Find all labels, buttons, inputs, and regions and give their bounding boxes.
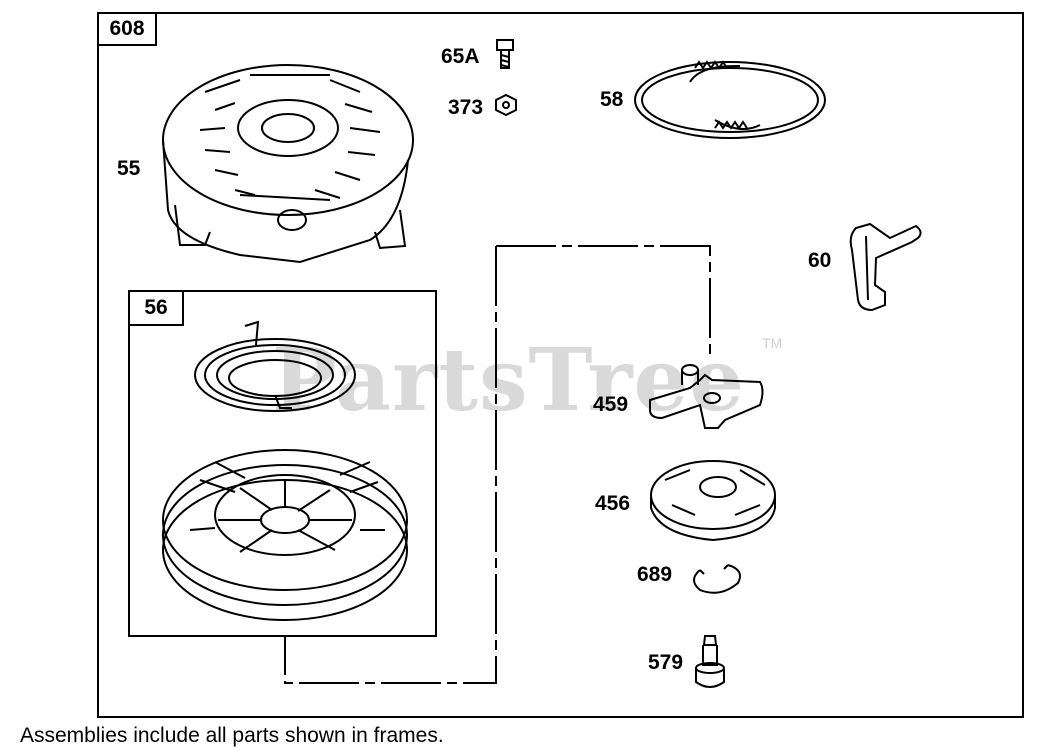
part-689-ring-drawing <box>693 564 741 594</box>
part-label-689[interactable]: 689 <box>637 563 673 586</box>
part-label-58[interactable]: 58 <box>600 88 624 111</box>
part-label-579[interactable]: 579 <box>648 651 684 674</box>
part-label-60[interactable]: 60 <box>808 249 832 272</box>
part-459-pawl-drawing <box>649 364 764 429</box>
part-label-373[interactable]: 373 <box>448 96 484 119</box>
part-label-65a[interactable]: 65A <box>441 45 480 68</box>
part-58-rope-drawing <box>634 60 826 139</box>
watermark: PartsTree <box>272 330 746 431</box>
part-579-shaft-drawing <box>695 635 725 688</box>
assembly-tag-sub[interactable]: 56 <box>128 290 184 326</box>
part-label-459[interactable]: 459 <box>593 393 629 416</box>
part-373-nut-drawing <box>495 93 517 117</box>
assembly-connector-lines <box>284 245 711 684</box>
assemblies-note: Assemblies include all parts shown in fr… <box>20 724 444 747</box>
part-56-pulley-drawing <box>162 449 408 621</box>
assembly-tag-main[interactable]: 608 <box>97 12 157 46</box>
part-label-55[interactable]: 55 <box>117 157 141 180</box>
part-456-retainer-drawing <box>650 460 776 542</box>
assembly-frame-main <box>97 12 1024 718</box>
part-60-handle-drawing <box>849 222 922 312</box>
part-56-spring-drawing <box>194 320 356 412</box>
part-label-456[interactable]: 456 <box>595 492 631 515</box>
part-55-housing-drawing <box>162 64 414 264</box>
assembly-frame-sub <box>128 290 437 637</box>
trademark-mark: TM <box>762 335 783 351</box>
part-65a-bolt-drawing <box>496 39 514 69</box>
